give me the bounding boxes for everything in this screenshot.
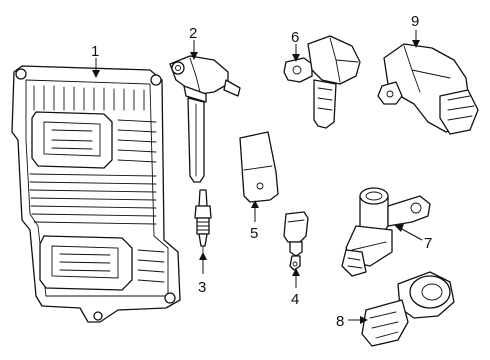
leader-lines: [92, 30, 423, 324]
callout-1: 1: [91, 43, 99, 60]
part-5-bracket: [239, 131, 279, 203]
part-8-knock-sensor: [361, 271, 455, 347]
part-7-camshaft-sensor: [341, 187, 431, 277]
callout-8: 8: [336, 313, 344, 330]
part-1-engine-control-module: [11, 65, 181, 323]
callout-2: 2: [189, 25, 197, 42]
part-2-ignition-coil: [169, 55, 241, 183]
callout-9: 9: [411, 13, 419, 30]
part-9-map-sensor: [377, 43, 479, 135]
callout-3: 3: [198, 279, 206, 296]
part-6-position-sensor: [283, 35, 361, 129]
callout-5: 5: [250, 225, 258, 242]
part-4-small-sensor: [283, 211, 309, 271]
callout-7: 7: [424, 235, 432, 252]
callout-numbers: 1 2 3 4 5 6 7 8 9: [91, 13, 432, 330]
callout-4: 4: [291, 291, 299, 308]
part-3-spark-plug: [194, 189, 212, 253]
callout-6: 6: [291, 29, 299, 46]
